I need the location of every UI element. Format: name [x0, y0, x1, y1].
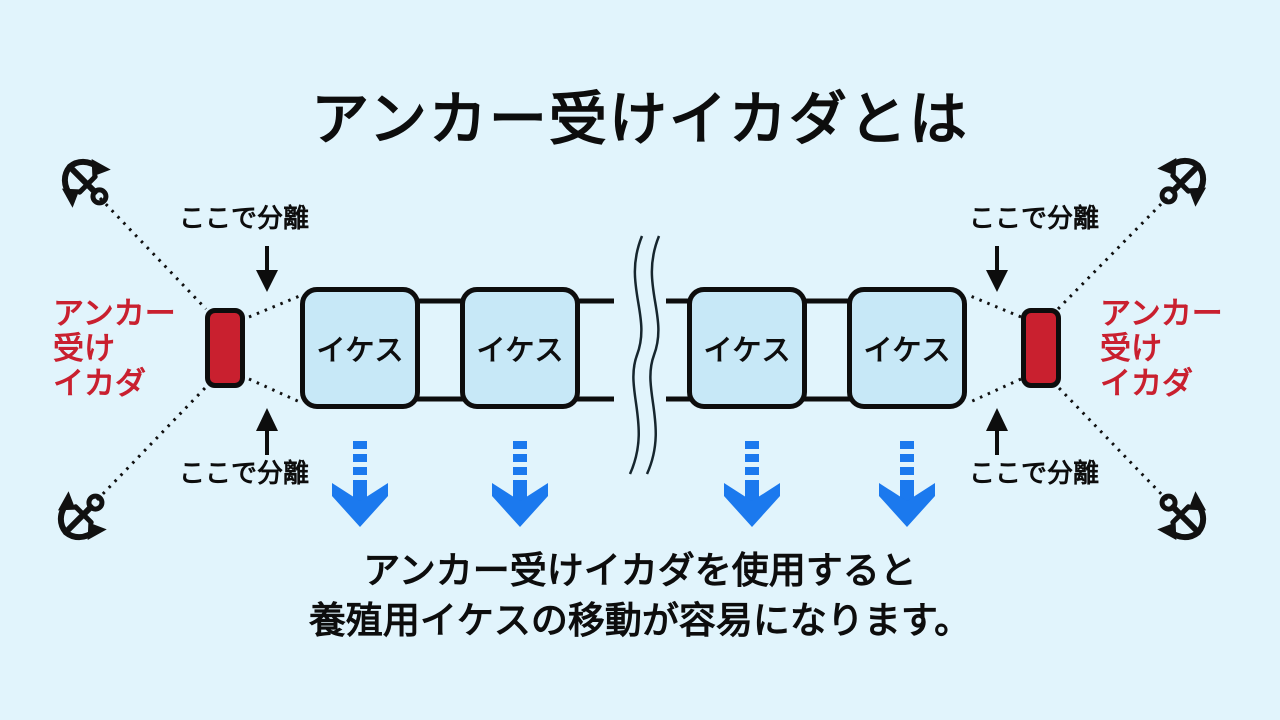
anchor-raft-label-left: アンカー 受け イカダ: [53, 296, 176, 401]
page-title: アンカー受けイカダとは: [311, 87, 969, 152]
anchor-raft-label-right: アンカー 受け イカダ: [1100, 296, 1223, 401]
raft-label-line: 受け: [1100, 331, 1162, 367]
caption: アンカー受けイカダを使用すると 養殖用イケスの移動が容易になります。: [0, 546, 1280, 647]
anchor-icon-top-right: [1145, 147, 1217, 219]
raft-label-line: アンカー: [53, 296, 176, 331]
mooring-line-bottom-left: [95, 385, 208, 502]
detach-line-left-bottom: [248, 377, 303, 405]
raft-label-line: イカダ: [53, 366, 146, 402]
anchor-raft-right: [1021, 308, 1061, 388]
move-down-arrow-2: [492, 441, 548, 527]
mooring-line-bottom-right: [1056, 385, 1169, 502]
raft-label-line: アンカー: [1100, 296, 1223, 331]
detach-line-right-top: [967, 293, 1022, 319]
separation-arrow-top-left: [256, 246, 278, 292]
separation-arrow-bottom-left: [256, 408, 278, 455]
move-down-arrow-4: [879, 441, 935, 527]
anchor-icon-top-left: [51, 148, 123, 220]
cage-box-4: イケス: [847, 287, 967, 409]
caption-line-2: 養殖用イケスの移動が容易になります。: [308, 600, 972, 642]
caption-line-1: アンカー受けイカダを使用すると: [363, 550, 917, 591]
detach-line-right-bottom: [967, 377, 1022, 405]
separation-label-bottom-left: ここで分離: [178, 458, 309, 488]
mooring-line-top-left: [98, 196, 208, 311]
anchor-icon-bottom-right: [1145, 479, 1217, 551]
anchor-raft-left: [205, 308, 245, 388]
mooring-line-top-right: [1056, 196, 1169, 311]
separation-arrow-bottom-right: [986, 408, 1008, 455]
move-down-arrow-3: [724, 441, 780, 527]
move-down-arrow-1: [332, 441, 388, 527]
break-wave-lines: [628, 235, 661, 475]
raft-label-line: イカダ: [1100, 366, 1193, 402]
separation-label-bottom-right: ここで分離: [968, 458, 1099, 488]
anchor-icon-bottom-left: [47, 479, 119, 551]
cage-box-3: イケス: [687, 287, 807, 409]
detach-line-left-top: [248, 293, 303, 319]
separation-arrow-top-right: [986, 246, 1008, 292]
raft-label-line: 受け: [53, 331, 115, 367]
separation-label-top-left: ここで分離: [178, 203, 309, 233]
cage-box-2: イケス: [460, 287, 580, 409]
cage-box-1: イケス: [300, 287, 420, 409]
separation-label-top-right: ここで分離: [968, 203, 1099, 233]
cage-connector-lines: [414, 298, 852, 402]
